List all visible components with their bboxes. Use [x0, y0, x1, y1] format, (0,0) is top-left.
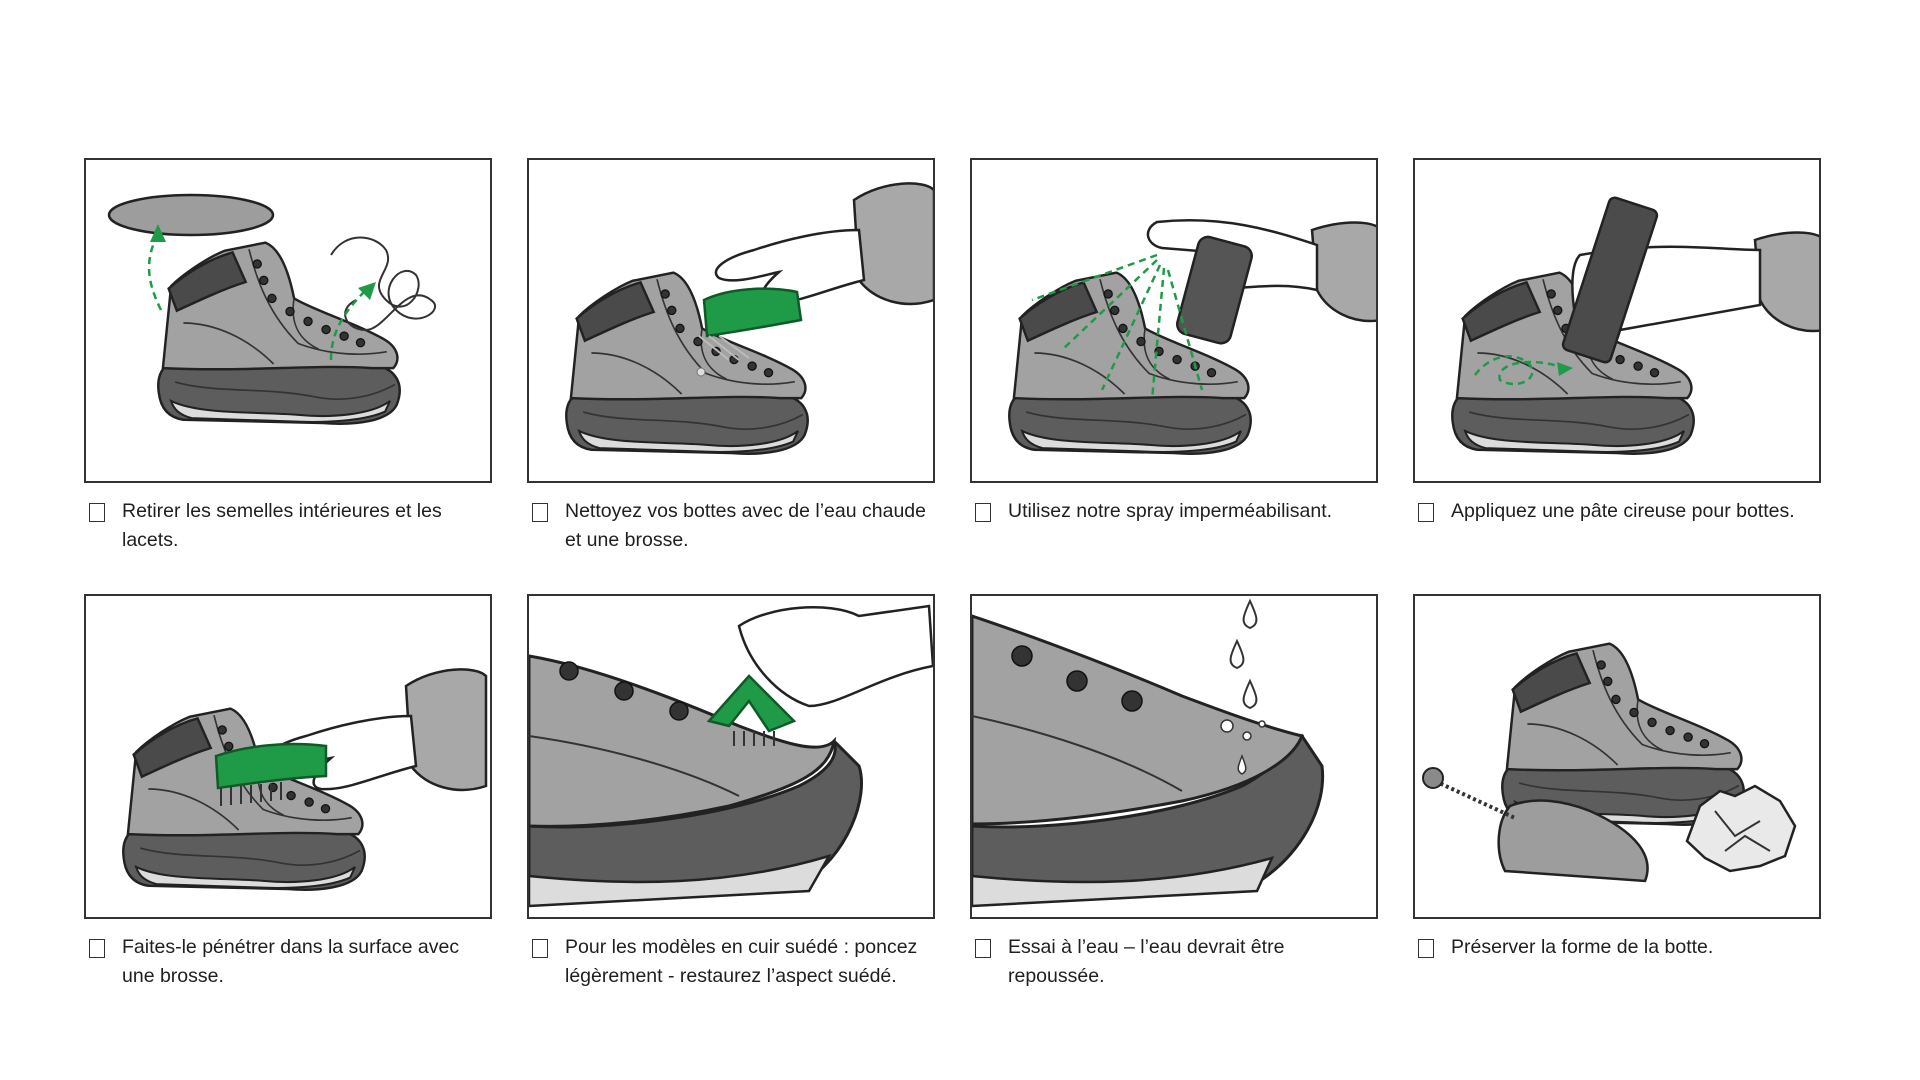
step-8: Préserver la forme de la botte. — [1413, 594, 1821, 962]
brush-icon — [702, 287, 803, 338]
step-8-illustration — [1413, 594, 1821, 919]
step-1-checkbox[interactable] — [89, 503, 105, 522]
step-4-illustration — [1413, 158, 1821, 483]
step-2: Nettoyez vos bottes avec de l’eau chaude… — [527, 158, 935, 555]
step-6-caption: Pour les modèles en cuir suédé : poncez … — [565, 936, 918, 987]
water-drop-icon — [1242, 598, 1258, 630]
step-5-checkbox[interactable] — [89, 939, 105, 958]
bristle-brush-icon — [214, 742, 328, 790]
step-2-illustration — [527, 158, 935, 483]
step-7: Essai à l’eau – l’eau devrait être repou… — [970, 594, 1378, 991]
step-3-illustration — [970, 158, 1378, 483]
insole-icon — [107, 193, 275, 237]
step-1-illustration — [84, 158, 492, 483]
step-8-caption: Préserver la forme de la botte. — [1451, 936, 1714, 958]
step-7-checkbox[interactable] — [975, 939, 991, 958]
laces-icon — [330, 236, 437, 332]
suede-brush-icon — [706, 674, 797, 733]
step-2-caption: Nettoyez vos bottes avec de l’eau chaude… — [565, 500, 926, 551]
step-5-illustration — [84, 594, 492, 919]
step-3-caption: Utilisez notre spray imperméabilisant. — [1008, 500, 1333, 522]
step-7-caption: Essai à l’eau – l’eau devrait être repou… — [1008, 936, 1285, 987]
shoe-tree-icon — [1497, 799, 1649, 883]
step-1: Retirer les semelles intérieures et les … — [84, 158, 492, 555]
step-4-caption: Appliquez une pâte cireuse pour bottes. — [1451, 500, 1795, 522]
wax-tube-icon — [1561, 196, 1659, 364]
step-5-caption: Faites-le pénétrer dans la surface avec … — [122, 936, 460, 987]
step-2-checkbox[interactable] — [532, 503, 548, 522]
spray-can-icon — [1175, 235, 1253, 345]
step-1-caption: Retirer les semelles intérieures et les … — [122, 500, 442, 551]
step-7-illustration — [970, 594, 1378, 919]
step-6-checkbox[interactable] — [532, 939, 548, 958]
step-5: Faites-le pénétrer dans la surface avec … — [84, 594, 492, 991]
step-3-checkbox[interactable] — [975, 503, 991, 522]
step-3: Utilisez notre spray imperméabilisant. — [970, 158, 1378, 526]
step-4: Appliquez une pâte cireuse pour bottes. — [1413, 158, 1821, 526]
step-4-checkbox[interactable] — [1418, 503, 1434, 522]
step-8-checkbox[interactable] — [1418, 939, 1434, 958]
step-6-illustration — [527, 594, 935, 919]
step-6: Pour les modèles en cuir suédé : poncez … — [527, 594, 935, 991]
